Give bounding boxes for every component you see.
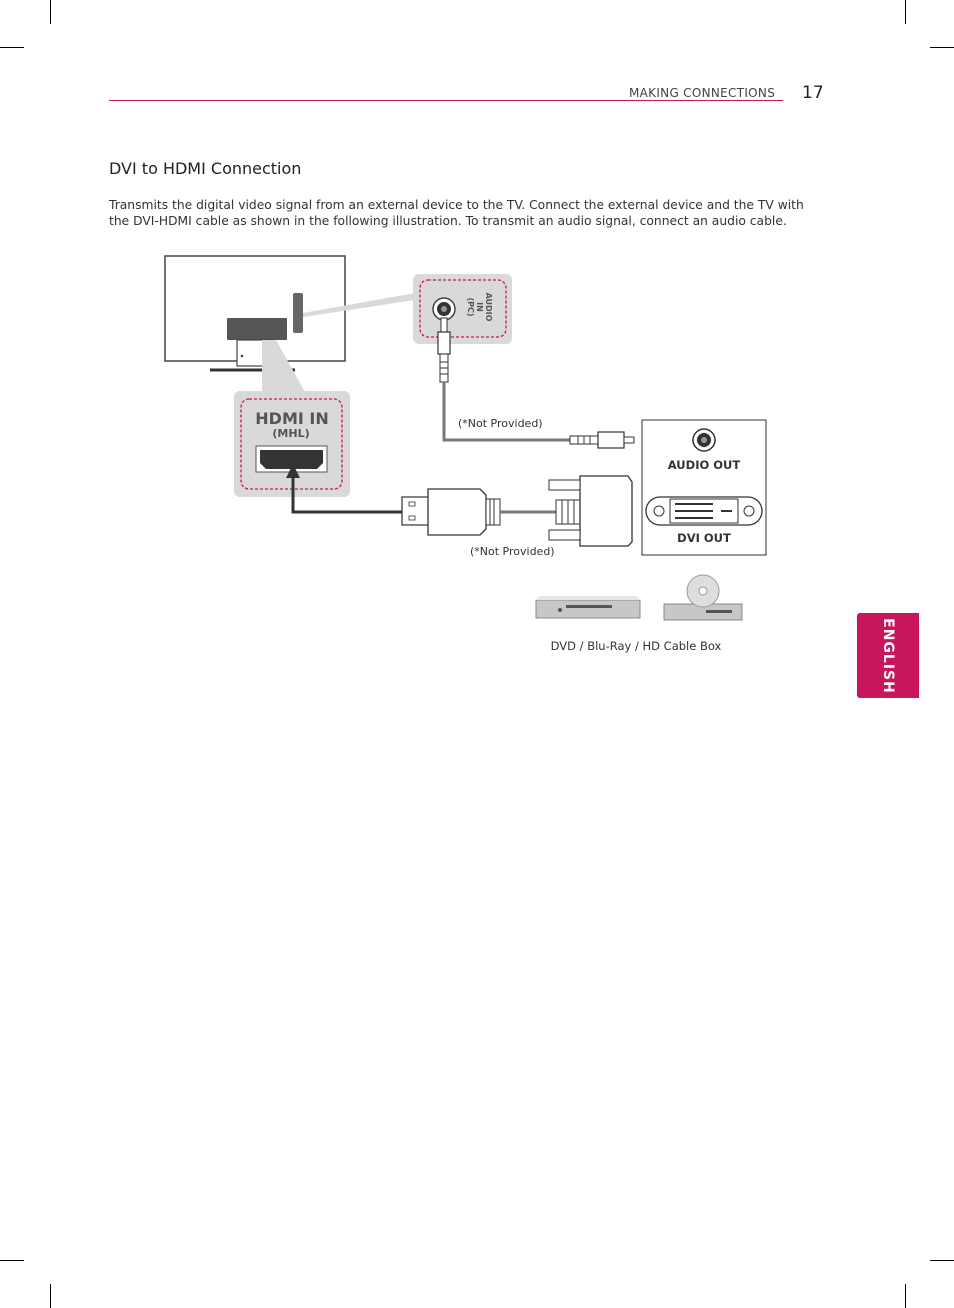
crop-mark xyxy=(905,0,906,24)
hdmi-in-label: HDMI IN xyxy=(255,409,328,428)
section-body: Transmits the digital video signal from … xyxy=(109,198,804,228)
dvi-cable-note: (*Not Provided) xyxy=(470,545,555,558)
crop-mark xyxy=(930,1260,954,1261)
language-tab: ENGLISH xyxy=(857,613,919,698)
audio-in-label-line3: (PC) xyxy=(466,297,475,316)
connection-diagram: HDMI IN (MHL) AUDIO IN (PC) (*Not Provid… xyxy=(164,255,767,653)
bluray-player-icon xyxy=(663,574,743,621)
dvd-player-icon xyxy=(535,596,641,619)
crop-mark xyxy=(0,1260,24,1261)
audio-in-label-line1: AUDIO xyxy=(484,293,493,322)
crop-mark xyxy=(50,0,51,24)
audio-in-panel: AUDIO IN (PC) xyxy=(413,274,512,344)
crop-mark xyxy=(50,1284,51,1308)
crop-mark xyxy=(930,47,954,48)
hdmi-dvi-cable xyxy=(286,464,633,547)
page-number: 17 xyxy=(802,83,824,103)
dvi-out-label: DVI OUT xyxy=(677,531,731,545)
hdmi-in-sublabel: (MHL) xyxy=(272,427,309,440)
audio-callout-wedge xyxy=(303,293,415,317)
section-title: DVI to HDMI Connection xyxy=(109,159,302,178)
audio-cable-note: (*Not Provided) xyxy=(458,417,543,430)
devices-caption: DVD / Blu-Ray / HD Cable Box xyxy=(551,639,722,653)
hdmi-in-panel: HDMI IN (MHL) xyxy=(234,391,350,497)
crop-mark xyxy=(905,1284,906,1308)
audio-cable xyxy=(437,317,635,449)
hdmi-callout-wedge xyxy=(262,340,305,392)
audio-out-label: AUDIO OUT xyxy=(668,458,741,472)
language-tab-label: ENGLISH xyxy=(880,617,896,694)
crop-mark xyxy=(0,47,24,48)
section-label: MAKING CONNECTIONS xyxy=(629,86,776,100)
device-ports-panel: AUDIO OUT DVI OUT xyxy=(641,419,767,556)
header-rule xyxy=(109,100,783,101)
audio-in-label-line2: IN xyxy=(475,302,484,312)
